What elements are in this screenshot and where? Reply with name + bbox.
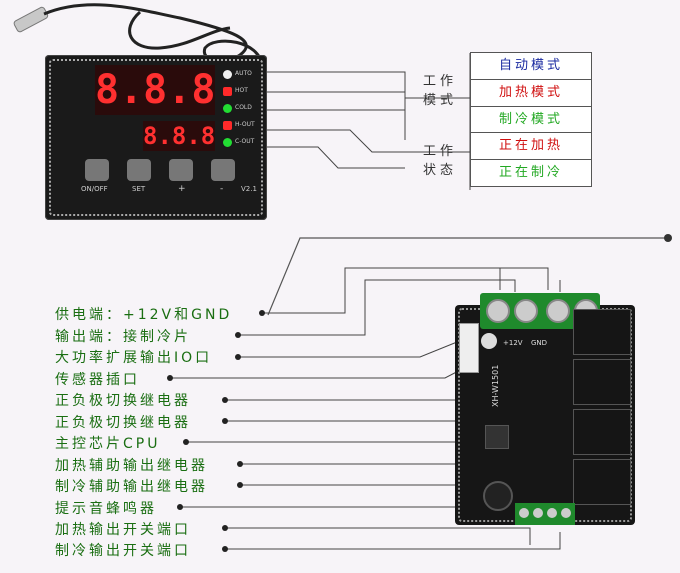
legend-cool-port: 制冷输出开关端口: [55, 543, 191, 559]
set-label: SET: [132, 185, 146, 193]
legend-cool-relay: 制冷辅助输出继电器: [55, 479, 208, 495]
led-label: H-OUT: [235, 121, 255, 128]
legend-cpu: 主控芯片CPU: [55, 436, 161, 452]
display-bottom: 8.8.8: [143, 121, 216, 151]
minus-button[interactable]: [211, 159, 235, 181]
led-cold: COLD: [223, 101, 263, 118]
plus-label: +: [178, 184, 186, 194]
led-hot: HOT: [223, 84, 263, 101]
screw-icon: [546, 299, 570, 323]
legend-heat-port: 加热输出开关端口: [55, 522, 191, 538]
screw-icon: [533, 508, 543, 518]
mode-auto: 自动模式: [471, 53, 591, 80]
status-cooling: 正在制冷: [498, 165, 563, 180]
button-row: ON/OFF SET + -: [81, 159, 235, 199]
led-icon: [223, 121, 232, 130]
screw-icon: [547, 508, 557, 518]
relay-1: [573, 309, 631, 355]
silk-model: XH-W1501: [491, 364, 500, 407]
capacitor: [481, 333, 497, 349]
minus-label: -: [220, 184, 224, 194]
relay-4: [573, 459, 631, 505]
relay-board: +12V GND XH-W1501: [455, 293, 635, 525]
cpu-chip: [485, 425, 509, 449]
legend-polarity-relay-1: 正负极切换继电器: [55, 393, 191, 409]
plus-button[interactable]: [169, 159, 193, 181]
buzzer: [483, 481, 513, 511]
board-dot-border: [49, 59, 263, 216]
pointer-dots: [167, 310, 265, 552]
led-icon: [223, 104, 232, 113]
screw-icon: [514, 299, 538, 323]
set-button[interactable]: [127, 159, 151, 181]
led-h-out: H-OUT: [223, 118, 263, 135]
work-status-label: 工作状态: [422, 144, 457, 178]
led-icon: [223, 87, 232, 96]
led-icon: [223, 70, 232, 79]
status-heating: 正在加热: [471, 133, 591, 160]
screw-icon: [519, 508, 529, 518]
legend-buzzer: 提示音蜂鸣器: [55, 501, 157, 517]
legend-io: 大功率扩展输出IO口: [55, 350, 213, 366]
mode-cool: 制冷模式: [498, 112, 563, 127]
led-column: AUTO HOT COLD H-OUT C-OUT: [223, 67, 263, 152]
led-label: HOT: [235, 87, 248, 94]
sensor-socket: [459, 323, 479, 373]
temperature-probe: [13, 3, 264, 67]
silk-12v: +12V: [503, 339, 523, 347]
relay-3: [573, 409, 631, 455]
screw-icon: [486, 299, 510, 323]
on-off-button[interactable]: [85, 159, 109, 181]
silk-gnd: GND: [531, 339, 548, 347]
legend-output: 输出端：接制冷片: [55, 329, 191, 345]
display-top: 8.8.8: [95, 65, 216, 115]
mode-heat: 加热模式: [471, 80, 591, 107]
legend-sensor: 传感器插口: [55, 372, 140, 388]
work-status-box: 正在加热 正在制冷: [470, 132, 592, 187]
led-label: COLD: [235, 104, 252, 111]
legend-heat-relay: 加热辅助输出继电器: [55, 458, 208, 474]
screw-icon: [561, 508, 571, 518]
work-mode-box: 自动模式 加热模式 制冷模式: [470, 52, 592, 134]
version-label: V2.1: [241, 185, 257, 193]
controller-board: 8.8.8 8.8.8 AUTO HOT COLD H-OUT C-OUT ON…: [45, 55, 267, 220]
led-auto: AUTO: [223, 67, 263, 84]
work-mode-label: 工作模式: [422, 74, 457, 108]
separator-arrow: [267, 234, 672, 316]
relay-2: [573, 359, 631, 405]
output-terminal: [515, 503, 575, 525]
legend-power: 供电端：+12V和GND: [55, 307, 233, 323]
led-label: AUTO: [235, 70, 252, 77]
legend-polarity-relay-2: 正负极切换继电器: [55, 415, 191, 431]
on-off-label: ON/OFF: [81, 185, 108, 193]
led-icon: [223, 138, 232, 147]
led-label: C-OUT: [235, 138, 255, 145]
led-c-out: C-OUT: [223, 135, 263, 152]
